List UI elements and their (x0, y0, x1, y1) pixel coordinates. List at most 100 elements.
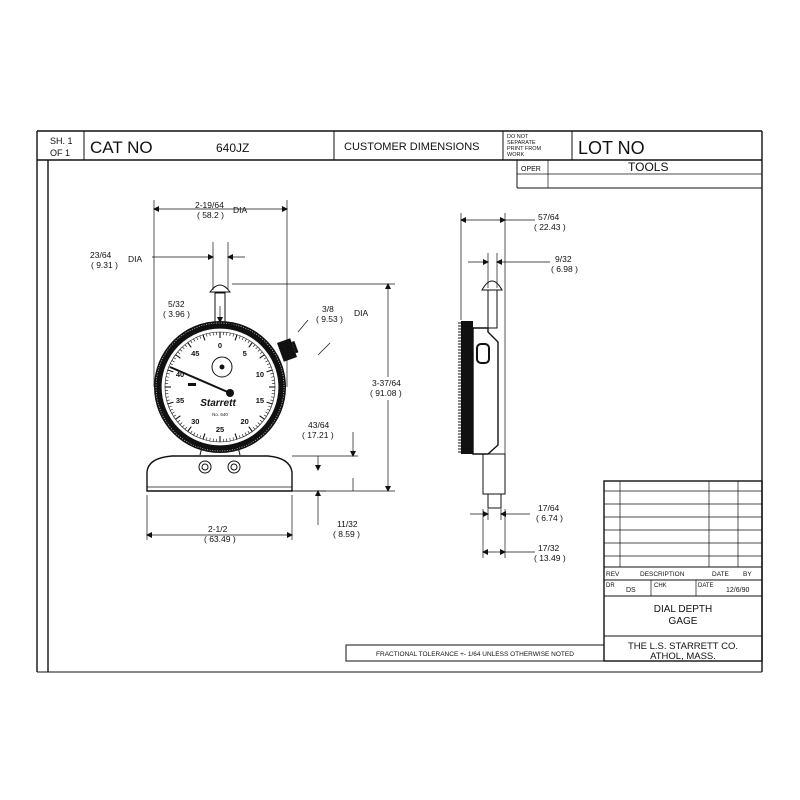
dial-tick (170, 363, 174, 366)
dial-tick (248, 426, 253, 432)
dial-mark (188, 383, 196, 386)
dial-tick (259, 419, 263, 423)
dial-number: 35 (176, 396, 184, 405)
dial-tick (173, 414, 177, 417)
by-header: BY (743, 571, 752, 578)
rev-header: REV (606, 571, 620, 578)
dial-tick (168, 405, 172, 408)
dial-tick (209, 438, 211, 442)
dim-base-depth: 17/32 (538, 543, 560, 553)
dial-tick (241, 337, 244, 341)
dial-tick (165, 376, 169, 378)
revision-block: REV DESCRIPTION DATE BY DR DS CHK DATE 1… (603, 480, 763, 662)
dial-tick (187, 426, 192, 432)
dial-tick (268, 366, 272, 369)
sheet-of: OF 1 (50, 148, 70, 158)
chk-label: CHK (654, 583, 667, 589)
dial-tick (229, 332, 231, 336)
title-strip: SH. 1 OF 1 CAT NO 640JZ CUSTOMER DIMENSI… (37, 131, 762, 189)
dim-base-offset: 43/64 (308, 420, 330, 430)
side-body (472, 327, 499, 455)
cat-no-value: 640JZ (216, 141, 249, 155)
description-header: DESCRIPTION (640, 571, 685, 578)
do-not-separate-2: SEPARATE (507, 140, 536, 146)
dial-tick (259, 354, 265, 359)
dim-cap: 5/32 (168, 299, 185, 309)
model-label: No. 640 (212, 412, 228, 417)
sheet-border (36, 130, 763, 673)
side-view (458, 280, 506, 509)
side-dimensions: 57/64 ( 22.43 ) 9/32 ( 6.98 ) 17/64 ( 6.… (460, 212, 578, 563)
customer-dimensions: CUSTOMER DIMENSIONS (344, 141, 479, 153)
dial-tick (232, 333, 234, 337)
dim-height-mm: ( 91.08 ) (370, 388, 402, 398)
dial-tick (187, 342, 192, 348)
side-rod-housing (482, 453, 506, 495)
dial-tick (244, 338, 247, 342)
dr-label: DR (606, 583, 615, 589)
dim-top-dia-mm: ( 58.2 ) (197, 210, 224, 220)
dial-tick (182, 346, 185, 350)
dial-tick (202, 334, 206, 341)
dim-base-height-mm: ( 8.59 ) (333, 529, 360, 539)
dial-number: 5 (243, 349, 247, 358)
dial-tick (257, 422, 261, 425)
dial-tick (259, 351, 263, 355)
front-dimensions: 2-19/64 ( 58.2 ) DIA 23/64 ( 9.31 ) DIA … (90, 200, 402, 544)
dial-number: 15 (256, 396, 264, 405)
dial-tick (252, 344, 256, 348)
dial-tick (252, 426, 256, 430)
dim-stem-offset: 9/32 (555, 254, 572, 264)
dial-tick (271, 376, 275, 378)
dial-tick (199, 435, 202, 439)
dial-tick (234, 433, 238, 440)
dial-tick (259, 415, 265, 420)
dial-number: 40 (176, 370, 184, 379)
dial-tick (193, 432, 196, 436)
screw-right (227, 460, 241, 474)
dim-stem-dia: 23/64 (90, 250, 112, 260)
tolerance-box: FRACTIONAL TOLERANCE +- 1/64 UNLESS OTHE… (345, 644, 605, 662)
dim-stem-dia-mm: ( 9.31 ) (91, 260, 118, 270)
dial-tick (184, 426, 188, 430)
dim-base-width: 2-1/2 (208, 524, 228, 534)
dial-tick (182, 424, 185, 428)
dial-tick (244, 432, 247, 436)
knob (277, 338, 299, 362)
dial-tick (271, 396, 275, 398)
dial-tick (193, 338, 196, 342)
dial-tick (165, 396, 169, 398)
do-not-separate-4: WORK (507, 152, 524, 158)
dial-number: 45 (191, 349, 199, 358)
dial-tick (265, 360, 269, 363)
dial-tick (202, 433, 206, 440)
dial-tick (170, 408, 174, 411)
dial-tick (209, 332, 211, 336)
dial-tick (232, 437, 234, 441)
dial-tick (263, 357, 267, 360)
dial-tick (270, 373, 274, 375)
dim-stem-dia-suffix: DIA (128, 254, 143, 264)
dial-tick (247, 430, 250, 434)
dial-tick (266, 401, 273, 405)
dim-base-width-mm: ( 63.49 ) (204, 534, 236, 544)
dim-cap-mm: ( 3.96 ) (163, 309, 190, 319)
dial-tick (171, 411, 175, 414)
dial-tick (175, 354, 181, 359)
lot-no-label: LOT NO (578, 138, 645, 158)
screw-left (198, 460, 212, 474)
dial-tick (263, 414, 267, 417)
dial-ticks (165, 332, 275, 442)
dial-tick (167, 369, 174, 373)
company-location: ATHOL, MASS. (650, 651, 716, 662)
base-outline (146, 455, 293, 492)
dial-number: 25 (216, 425, 224, 434)
dial-tick (206, 333, 208, 337)
dr-value: DS (626, 587, 636, 594)
side-knob (476, 343, 490, 364)
revolution-counter (211, 356, 233, 378)
dial-tick (199, 335, 202, 339)
needle (169, 366, 231, 394)
